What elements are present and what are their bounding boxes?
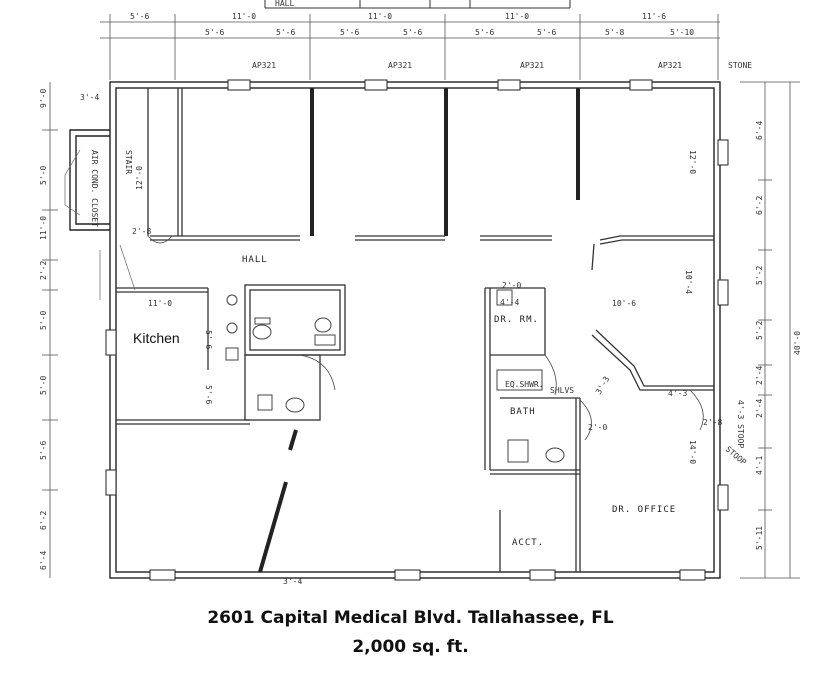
caption-area: 2,000 sq. ft. [352, 637, 469, 657]
room-label-kitchen: Kitchen [133, 330, 180, 346]
svg-text:5'-6: 5'-6 [403, 28, 422, 37]
svg-text:6'-4: 6'-4 [39, 551, 48, 570]
windows-top [105, 79, 729, 581]
svg-text:9'-0: 9'-0 [39, 89, 48, 108]
door-swings [147, 235, 704, 441]
top-table-label: HALL [275, 0, 294, 8]
right-dim-text: 6'-4 6'-2 5'-2 5'-2 2'-4 2'-4 4'-1 5'-11… [755, 121, 802, 550]
svg-text:5'-10: 5'-10 [670, 28, 694, 37]
floor-plan-drawing: HALL 5'-6 11'-0 11'-0 11'-0 11'-6 5'-6 5… [39, 0, 802, 586]
top-dimension-lines [100, 14, 720, 80]
interior-walls [116, 88, 714, 572]
svg-text:2'-0: 2'-0 [502, 281, 521, 290]
svg-text:5'-0: 5'-0 [39, 166, 48, 185]
svg-text:11'-6: 11'-6 [642, 12, 666, 21]
window-tags: AP321 AP321 AP321 AP321 [252, 61, 682, 70]
svg-text:5'-6: 5'-6 [475, 28, 494, 37]
svg-text:4'-1: 4'-1 [755, 456, 764, 475]
room-label-stair: STAIR [124, 150, 133, 174]
svg-text:14'-0: 14'-0 [688, 440, 697, 464]
svg-text:AP321: AP321 [252, 61, 276, 70]
svg-text:5'-6: 5'-6 [130, 12, 149, 21]
svg-text:11'-0: 11'-0 [39, 216, 48, 240]
svg-text:5'-6: 5'-6 [204, 385, 213, 404]
svg-text:10'-6: 10'-6 [612, 299, 636, 308]
svg-text:5'-0: 5'-0 [39, 376, 48, 395]
svg-text:6'-2: 6'-2 [39, 511, 48, 530]
caption-address: 2601 Capital Medical Blvd. Tallahassee, … [207, 608, 614, 628]
svg-text:3'-4: 3'-4 [80, 93, 99, 102]
right-dimension-lines [740, 81, 800, 579]
svg-text:AP321: AP321 [388, 61, 412, 70]
top-dim-lower-text: 5'-6 5'-6 5'-6 5'-6 5'-6 5'-6 5'-8 5'-10 [205, 28, 694, 37]
top-dim-upper-text: 5'-6 11'-0 11'-0 11'-0 11'-6 [130, 12, 666, 21]
left-dim-text: 9'-0 5'-0 11'-0 2'-2 5'-0 5'-0 5'-6 6'-2… [39, 89, 48, 570]
svg-text:EQ.SHWR.: EQ.SHWR. [505, 380, 544, 389]
svg-text:5'-11: 5'-11 [755, 526, 764, 550]
svg-text:2'-8: 2'-8 [703, 418, 722, 427]
svg-text:12'-0: 12'-0 [688, 150, 697, 174]
svg-text:10'-4: 10'-4 [684, 270, 693, 294]
room-label-bath: BATH [510, 407, 536, 417]
svg-text:SHLVS: SHLVS [550, 386, 574, 395]
svg-text:5'-2: 5'-2 [755, 266, 764, 285]
svg-text:2'-4: 2'-4 [755, 366, 764, 385]
left-dimension-lines [42, 82, 58, 578]
room-label-ac-closet: AIR COND. CLOSET [90, 150, 99, 227]
svg-text:5'-6: 5'-6 [204, 330, 213, 349]
svg-text:11'-0: 11'-0 [232, 12, 256, 21]
svg-text:5'-0: 5'-0 [39, 311, 48, 330]
svg-text:AP321: AP321 [520, 61, 544, 70]
svg-text:6'-2: 6'-2 [755, 196, 764, 215]
svg-text:5'-8: 5'-8 [605, 28, 624, 37]
svg-text:12'-0: 12'-0 [135, 166, 144, 190]
misc-dimension-notes: 3'-4 2'-8 11'-0 12'-0 12'-0 10'-4 10'-6 … [80, 93, 748, 586]
svg-text:3'-4: 3'-4 [283, 577, 302, 586]
room-label-acct: ACCT. [512, 538, 544, 548]
svg-text:4'-4: 4'-4 [500, 298, 519, 307]
room-label-dr-rm: DR. RM. [494, 315, 539, 325]
top-table-fragment [264, 0, 571, 9]
svg-text:AP321: AP321 [658, 61, 682, 70]
fixtures [225, 289, 565, 463]
svg-text:11'-0: 11'-0 [505, 12, 529, 21]
svg-text:2'-8: 2'-8 [132, 227, 151, 236]
svg-text:5'-6: 5'-6 [205, 28, 224, 37]
room-label-hall: HALL [242, 255, 268, 265]
svg-text:40'-0: 40'-0 [793, 331, 802, 355]
bold-partitions [258, 88, 580, 573]
svg-text:6'-4: 6'-4 [755, 121, 764, 140]
svg-text:2'-2: 2'-2 [39, 261, 48, 280]
svg-text:11'-0: 11'-0 [368, 12, 392, 21]
svg-text:11'-0: 11'-0 [148, 299, 172, 308]
svg-text:5'-6: 5'-6 [39, 441, 48, 460]
svg-text:3'-3: 3'-3 [594, 375, 612, 396]
sketch-details [64, 149, 136, 300]
svg-text:5'-6: 5'-6 [340, 28, 359, 37]
svg-text:5'-6: 5'-6 [276, 28, 295, 37]
svg-text:2'-0: 2'-0 [588, 423, 607, 432]
svg-text:5'-6: 5'-6 [537, 28, 556, 37]
svg-text:4'-3: 4'-3 [668, 389, 687, 398]
svg-text:2'-4: 2'-4 [755, 399, 764, 418]
svg-text:4'-3 STOOP: 4'-3 STOOP [736, 400, 745, 448]
stone-label: STONE [728, 61, 752, 70]
room-label-dr-office: DR. OFFICE [612, 505, 676, 515]
svg-text:5'-2: 5'-2 [755, 321, 764, 340]
